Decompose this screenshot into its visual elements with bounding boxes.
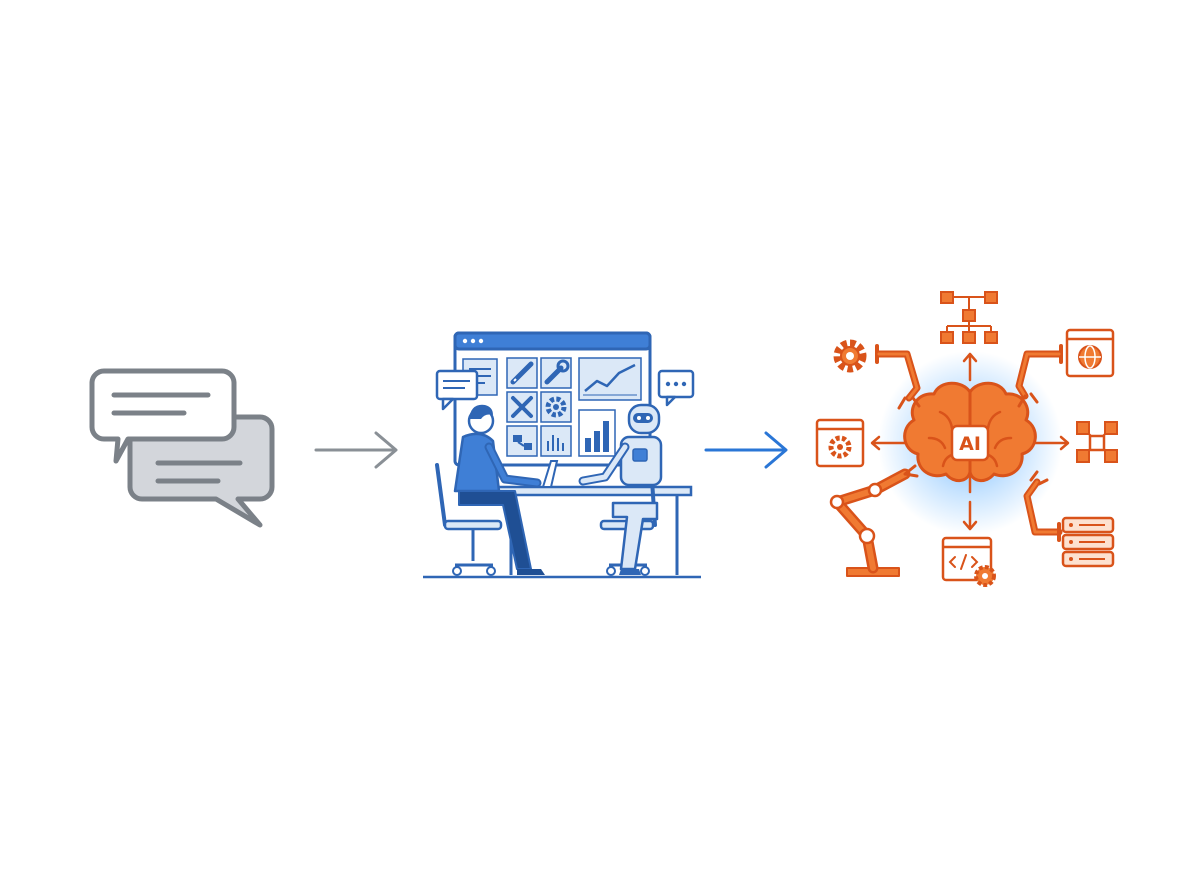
network-nodes-icon (1076, 421, 1118, 463)
collaboration-illustration (423, 331, 701, 579)
speech-bubble-icon (435, 369, 479, 411)
arrow-right-icon (704, 431, 788, 469)
robotic-arm-icon (829, 464, 919, 577)
ai-label: AI (959, 433, 981, 455)
line-chart-icon (578, 357, 642, 401)
pencil-icon (510, 361, 534, 385)
arrow-right-icon (314, 431, 398, 469)
arrow-right-blue (700, 425, 795, 475)
browser-globe-icon (1065, 328, 1115, 378)
wrench-icon (544, 359, 570, 385)
code-window-icon (941, 536, 996, 587)
gear-icon (833, 339, 867, 373)
robot-icon (578, 403, 663, 576)
chat-bubble-front (89, 368, 237, 464)
server-stack-icon (1061, 516, 1115, 568)
chat-bubbles-panel (80, 355, 290, 545)
tool-grid (506, 357, 572, 457)
robotic-arm-icon (1023, 470, 1063, 542)
settings-window-icon (815, 418, 865, 468)
dashboard-window-icon (453, 331, 652, 467)
human-robot-collaboration-panel (415, 325, 710, 585)
ai-chip (950, 424, 990, 462)
ai-hub-illustration: AI (815, 291, 1118, 587)
flowchart-icon (940, 291, 998, 344)
tools-icon (511, 396, 533, 418)
robotic-arm-icon (1015, 344, 1063, 408)
bar-chart-icon (578, 409, 616, 457)
arrow-right-gray (310, 425, 405, 475)
ai-hub-panel: AI (805, 280, 1135, 600)
gear-icon (545, 396, 567, 418)
person-icon (435, 404, 545, 576)
robotic-arm-icon (875, 344, 921, 410)
ellipsis-bubble-icon (657, 369, 695, 407)
chat-bubbles-icon (89, 368, 275, 528)
laptop-icon (541, 460, 559, 488)
brain-icon: AI (903, 381, 1037, 494)
